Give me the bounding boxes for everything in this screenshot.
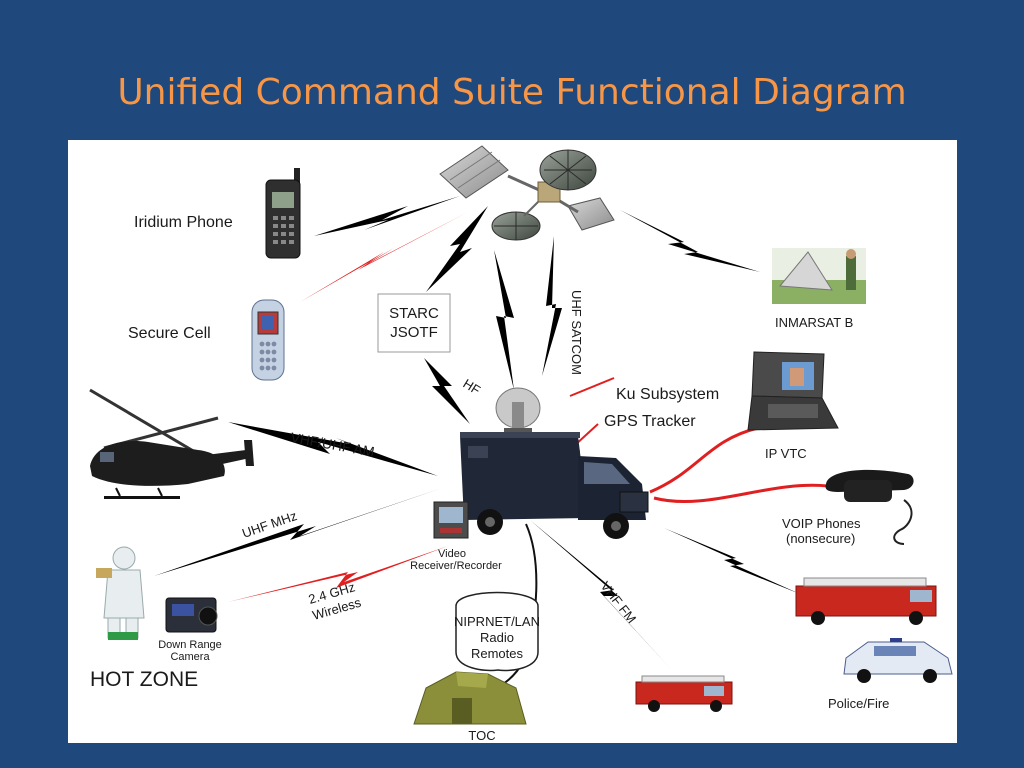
fire-truck-icon bbox=[795, 577, 937, 625]
label-voip-line2: (nonsecure) bbox=[786, 531, 855, 546]
label-vhf-fm: VHF FM bbox=[598, 579, 640, 626]
niprnet-bubble: NIPRNET/LAN Radio Remotes bbox=[454, 591, 540, 672]
diagram-panel: Iridium Phone Secure Cell STARC JSOTF HF… bbox=[68, 140, 957, 743]
video-recorder-icon bbox=[433, 501, 469, 539]
ip-vtc-case-icon bbox=[747, 351, 839, 431]
police-car-icon bbox=[843, 638, 953, 683]
label-down-range-line2: Camera bbox=[170, 651, 210, 663]
label-iridium-phone: Iridium Phone bbox=[134, 214, 233, 231]
label-uhf-satcom: UHF SATCOM bbox=[569, 290, 584, 375]
iridium-phone-icon bbox=[265, 168, 301, 259]
label-uhf-mhz: UHF MHz bbox=[240, 508, 299, 541]
link-police-fire bbox=[664, 528, 800, 594]
label-video-line2: Receiver/Recorder bbox=[410, 560, 502, 572]
label-gps-tracker: GPS Tracker bbox=[604, 413, 696, 430]
link-iridium-satellite bbox=[314, 196, 460, 236]
label-voip-line1: VOIP Phones bbox=[782, 516, 861, 531]
link-hf bbox=[424, 358, 470, 424]
link-uhf-mhz bbox=[154, 488, 442, 576]
label-ku-subsystem: Ku Subsystem bbox=[616, 386, 719, 403]
link-uhf-satcom-right bbox=[542, 236, 562, 376]
svg-text:NIPRNET/LAN: NIPRNET/LAN bbox=[454, 614, 540, 629]
label-vhf-uhf-am: VHF/UHF AM bbox=[289, 429, 375, 459]
secure-cell-icon bbox=[251, 299, 285, 381]
cable-voip bbox=[653, 483, 829, 503]
label-video-line1: Video bbox=[438, 548, 466, 560]
voip-phone-icon bbox=[825, 469, 914, 545]
svg-text:Radio: Radio bbox=[480, 630, 514, 645]
starc-jsotf-box: STARC JSOTF bbox=[377, 293, 451, 353]
link-vhf-uhf-am bbox=[228, 422, 438, 476]
link-secure-cell-satellite bbox=[300, 212, 468, 302]
svg-text:Remotes: Remotes bbox=[471, 646, 524, 661]
command-truck-icon bbox=[460, 387, 649, 539]
label-down-range-line1: Down Range bbox=[158, 639, 222, 651]
label-inmarsat: INMARSAT B bbox=[775, 315, 853, 330]
label-ip-vtc: IP VTC bbox=[765, 446, 807, 461]
down-range-camera-icon bbox=[165, 597, 218, 633]
link-vhf-fm bbox=[530, 520, 670, 668]
slide-title: Unified Command Suite Functional Diagram bbox=[117, 72, 907, 113]
hazmat-person-icon bbox=[96, 546, 145, 640]
link-starc-satellite bbox=[426, 206, 488, 292]
inmarsat-terminal-icon bbox=[772, 248, 866, 304]
label-toc: TOC bbox=[468, 728, 495, 743]
svg-text:STARC: STARC bbox=[389, 305, 439, 322]
satellite-icon bbox=[439, 145, 615, 241]
cable-ip-vtc bbox=[649, 426, 759, 494]
fire-truck-icon bbox=[635, 675, 733, 712]
diagram-svg: Iridium Phone Secure Cell STARC JSOTF HF… bbox=[89, 145, 953, 743]
link-uhf-satcom-left bbox=[494, 250, 514, 390]
label-secure-cell: Secure Cell bbox=[128, 325, 211, 342]
helicopter-icon bbox=[89, 388, 254, 499]
label-police-fire: Police/Fire bbox=[828, 696, 889, 711]
pointer-ku bbox=[569, 377, 615, 397]
label-hf: HF bbox=[460, 376, 483, 398]
ku-dish-icon bbox=[495, 387, 541, 434]
link-inmarsat bbox=[620, 210, 760, 272]
svg-text:JSOTF: JSOTF bbox=[390, 324, 438, 341]
toc-tent-icon bbox=[413, 671, 527, 725]
label-hot-zone: HOT ZONE bbox=[90, 668, 198, 691]
